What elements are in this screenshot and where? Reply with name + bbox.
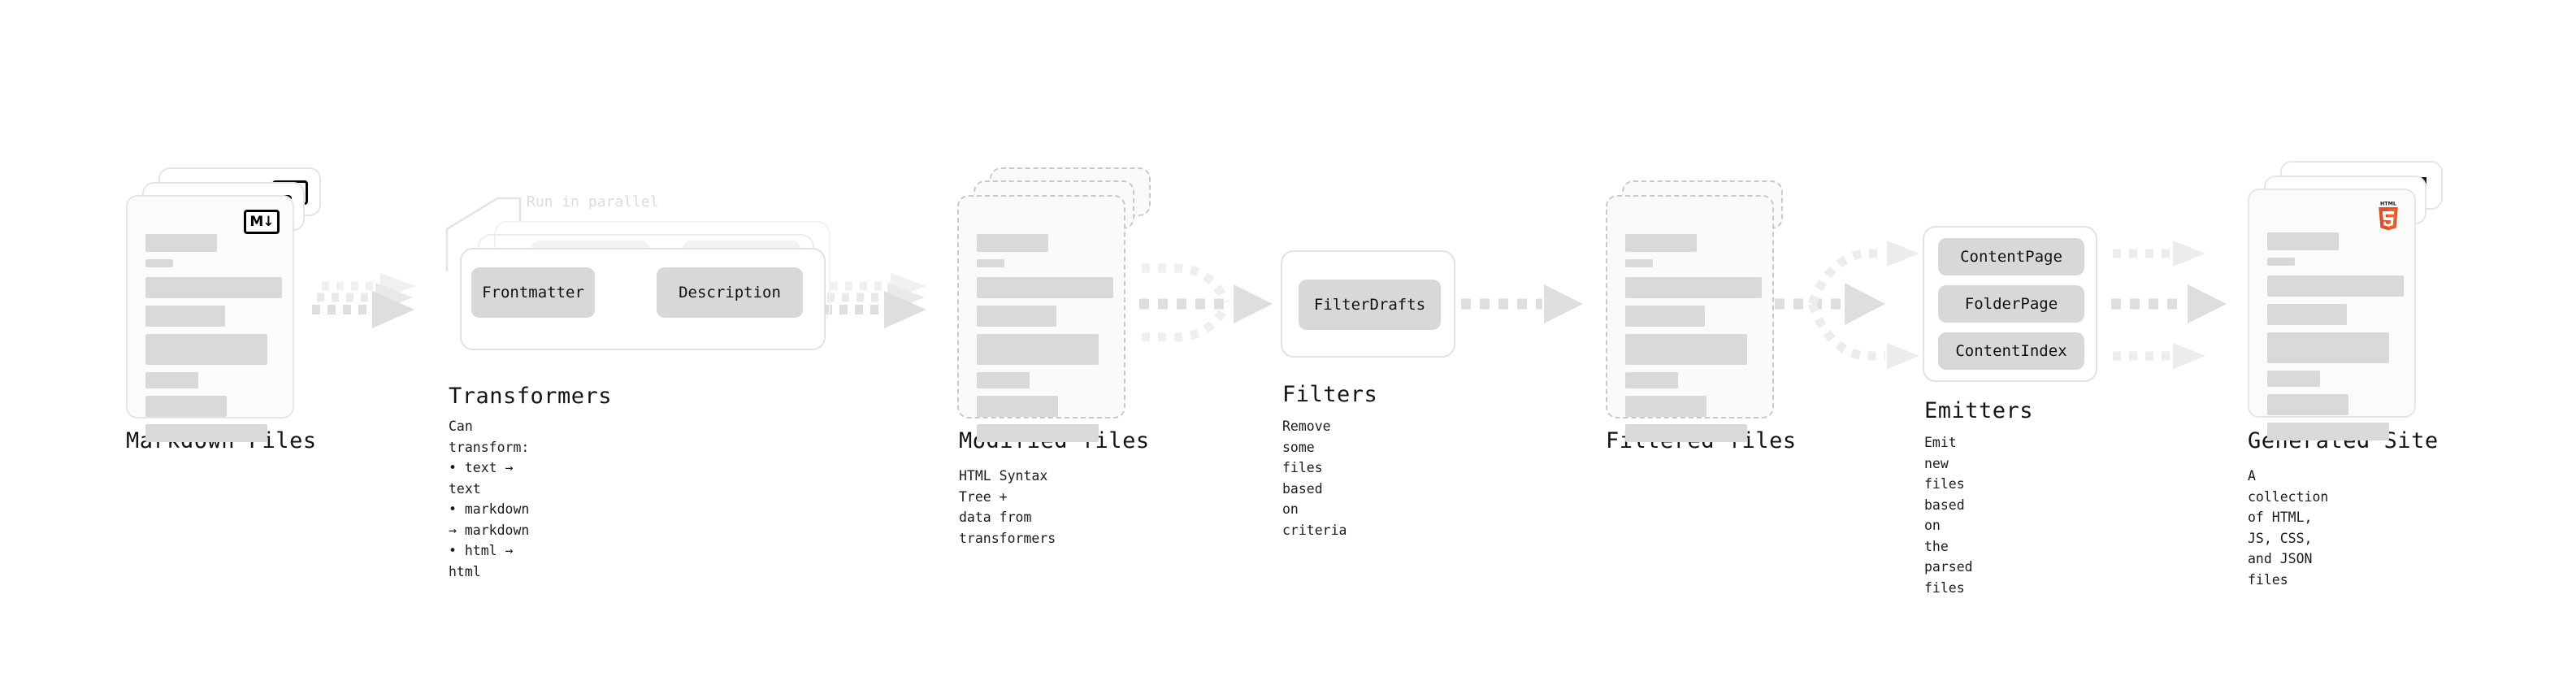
site-card-front-html: HTML [2248, 189, 2416, 440]
stage-subtitle-filters: Remove some files based on criteria [1282, 419, 1347, 538]
connector-transformers-to-modified [824, 273, 926, 328]
doc-bar [1625, 372, 1678, 388]
stage-subtitle-transformers: Can transform: • text → text • markdown … [449, 419, 530, 579]
markdown-card-front: M↓ [126, 195, 294, 442]
stage-title-emitters: Emitters [1924, 398, 2034, 423]
doc-bar [2267, 304, 2347, 325]
doc-bar [2267, 332, 2389, 363]
doc-bar [2267, 232, 2339, 250]
doc-bar [1625, 424, 1747, 442]
doc-bar [2267, 258, 2295, 266]
doc-bar [977, 372, 1030, 388]
document-placeholder-lines [145, 234, 282, 442]
html5-icon: HTML [2379, 201, 2398, 231]
connector-filters-to-filtered [1461, 284, 1583, 323]
doc-bar [2267, 394, 2348, 415]
doc-bar [1625, 259, 1653, 267]
doc-bar [145, 259, 173, 267]
run-in-parallel-bracket [445, 197, 522, 271]
connector-filtered-to-emitters [1775, 241, 1919, 369]
document-placeholder-lines [2267, 232, 2404, 440]
pill-frontmatter[interactable]: Frontmatter [471, 267, 595, 318]
filtered-card-front [1606, 195, 1774, 442]
doc-bar [977, 334, 1099, 365]
doc-bar [145, 234, 217, 252]
doc-bar [977, 424, 1099, 442]
pill-description[interactable]: Description [657, 267, 803, 318]
doc-bar [1625, 306, 1705, 327]
document-placeholder-lines [977, 234, 1113, 442]
doc-bar [145, 277, 282, 298]
emitters-box: ContentPage FolderPage ContentIndex [1923, 226, 2097, 382]
doc-bar [977, 234, 1048, 252]
connector-modified-to-filters [1139, 263, 1273, 342]
pill-folderpage[interactable]: FolderPage [1938, 285, 2084, 323]
stage-subtitle-modified-files: HTML Syntax Tree + data from transformer… [959, 468, 1056, 546]
doc-bar [1625, 277, 1762, 298]
doc-bar [977, 259, 1004, 267]
markdown-icon: M↓ [244, 210, 280, 234]
doc-bar [977, 396, 1058, 417]
pill-contentpage[interactable]: ContentPage [1938, 238, 2084, 275]
document-placeholder-lines [1625, 234, 1762, 442]
doc-bar [145, 306, 225, 327]
doc-bar [977, 306, 1056, 327]
run-in-parallel-label: Run in parallel [527, 193, 659, 210]
pill-filterdrafts[interactable]: FilterDrafts [1299, 280, 1441, 330]
pill-contentindex[interactable]: ContentIndex [1938, 332, 2084, 370]
modified-card-front [957, 195, 1125, 442]
doc-bar [1625, 396, 1706, 417]
stage-title-transformers: Transformers [449, 384, 613, 409]
doc-bar [1625, 234, 1697, 252]
doc-bar [977, 277, 1113, 298]
doc-bar [1625, 334, 1747, 365]
doc-bar [2267, 275, 2404, 297]
doc-bar [2267, 371, 2320, 387]
connector-emitters-to-site [2111, 241, 2227, 369]
stage-subtitle-generated-site: A collection of HTML, JS, CSS, and JSON … [2248, 468, 2329, 588]
doc-bar [2267, 423, 2389, 440]
doc-bar [145, 334, 267, 365]
stage-title-filters: Filters [1282, 382, 1378, 407]
transformer-box-front: Frontmatter Description [460, 248, 826, 350]
connector-markdown-to-transformers [312, 273, 416, 328]
svg-text:HTML: HTML [2380, 201, 2396, 206]
doc-bar [145, 396, 227, 417]
doc-bar [145, 372, 198, 388]
filters-box: FilterDrafts [1281, 250, 1455, 358]
stage-subtitle-emitters: Emit new files based on the parsed files [1924, 435, 1973, 596]
doc-bar [145, 424, 267, 442]
